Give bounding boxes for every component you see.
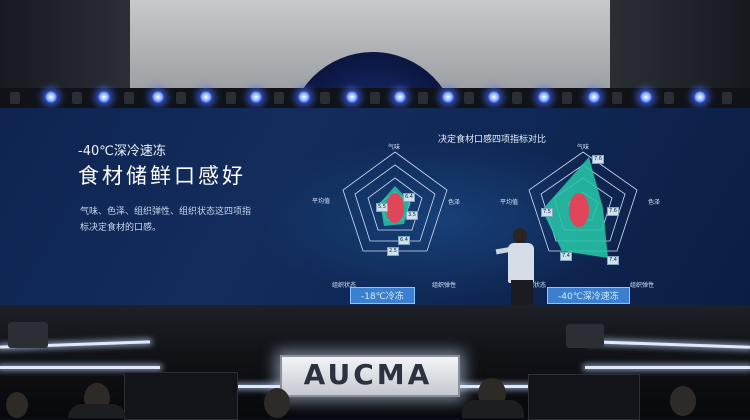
blue-spotlight <box>98 91 110 103</box>
axis-label-texture: 组织状态 <box>332 282 357 289</box>
slogan-title: 食材储鲜口感好 <box>78 164 246 188</box>
stage-light-fixture <box>612 92 622 104</box>
value-box: 7.4 <box>560 252 572 261</box>
value-box: 7.6 <box>592 155 604 164</box>
value-box: 7.6 <box>607 207 619 216</box>
value-box: 6.4 <box>398 236 410 245</box>
stage-light-fixture <box>124 92 134 104</box>
axis-label-texture: 组织状态 <box>522 282 547 289</box>
radar-chart-right <box>528 151 638 258</box>
legend-badge-minus-18: -18℃冷冻 <box>350 287 415 304</box>
radar-comparison-title: 决定食材口感四项指标对比 <box>438 135 547 145</box>
axis-label-smell: 气味 <box>388 144 401 151</box>
axis-label-elasticity: 组织弹性 <box>432 282 457 289</box>
ceiling-left <box>0 0 130 95</box>
blue-spotlight <box>346 91 358 103</box>
presenter-body <box>508 243 534 283</box>
stage-light-fixture <box>10 92 20 104</box>
value-box: 2.5 <box>387 247 399 256</box>
stage-light-fixture <box>418 92 428 104</box>
blue-spotlight <box>538 91 550 103</box>
blue-spotlight <box>694 91 706 103</box>
logo-podium <box>280 355 460 397</box>
stage-edge-light <box>0 366 160 369</box>
value-box: 5.5 <box>376 203 388 212</box>
blue-spotlight <box>152 91 164 103</box>
stage-light-fixture <box>562 92 572 104</box>
blue-spotlight <box>588 91 600 103</box>
stage-light-fixture <box>226 92 236 104</box>
audience-head <box>264 388 290 418</box>
value-box: 7.4 <box>607 256 619 265</box>
stage-monitor-speaker <box>566 324 604 348</box>
temperature-heading: -40℃深冷速冻 <box>78 144 166 159</box>
stage-light-fixture <box>370 92 380 104</box>
stage-light-fixture <box>176 92 186 104</box>
blue-spotlight <box>640 91 652 103</box>
blue-spotlight <box>250 91 262 103</box>
description-line-2: 标决定食材的口感。 <box>80 223 162 233</box>
value-box: 3.5 <box>406 211 418 220</box>
blue-spotlight <box>488 91 500 103</box>
stage-light-fixture <box>320 92 330 104</box>
axis-label-smell: 气味 <box>577 144 590 151</box>
stage-monitor-speaker <box>8 322 48 348</box>
value-box: 6.4 <box>403 193 415 202</box>
blue-spotlight <box>394 91 406 103</box>
blue-spotlight <box>200 91 212 103</box>
stage-edge-light <box>458 385 568 388</box>
food-sample-icon <box>569 193 589 227</box>
axis-label-color: 色泽 <box>448 199 461 206</box>
stage-light-fixture <box>722 92 732 104</box>
axis-label-average: 平均值 <box>500 199 519 206</box>
brand-logo: AUCMA <box>303 358 433 391</box>
presenter-head <box>513 228 527 244</box>
food-sample-icon <box>386 193 404 223</box>
blue-spotlight <box>45 91 57 103</box>
axis-label-color: 色泽 <box>648 199 661 206</box>
value-box: 7.5 <box>541 208 553 217</box>
axis-label-elasticity: 组织弹性 <box>630 282 655 289</box>
stage-light-fixture <box>72 92 82 104</box>
audience-laptop <box>528 374 640 420</box>
audience-shoulders <box>68 404 126 418</box>
audience-head <box>6 392 28 418</box>
description-line-1: 气味、色泽、组织弹性、组织状态这四项指 <box>80 207 252 217</box>
audience-head <box>670 386 696 416</box>
blue-spotlight <box>442 91 454 103</box>
stage-edge-light <box>585 366 750 369</box>
legend-badge-minus-40: -40℃深冷速冻 <box>547 287 630 304</box>
stage-light-fixture <box>274 92 284 104</box>
stage-light-fixture <box>512 92 522 104</box>
stage-light-fixture <box>664 92 674 104</box>
ceiling-right <box>610 0 750 95</box>
axis-label-average: 平均值 <box>312 198 331 205</box>
stage-light-fixture <box>464 92 474 104</box>
audience-laptop <box>124 372 238 420</box>
radar-chart-left <box>342 151 448 252</box>
audience-shoulders <box>462 400 524 418</box>
blue-spotlight <box>298 91 310 103</box>
